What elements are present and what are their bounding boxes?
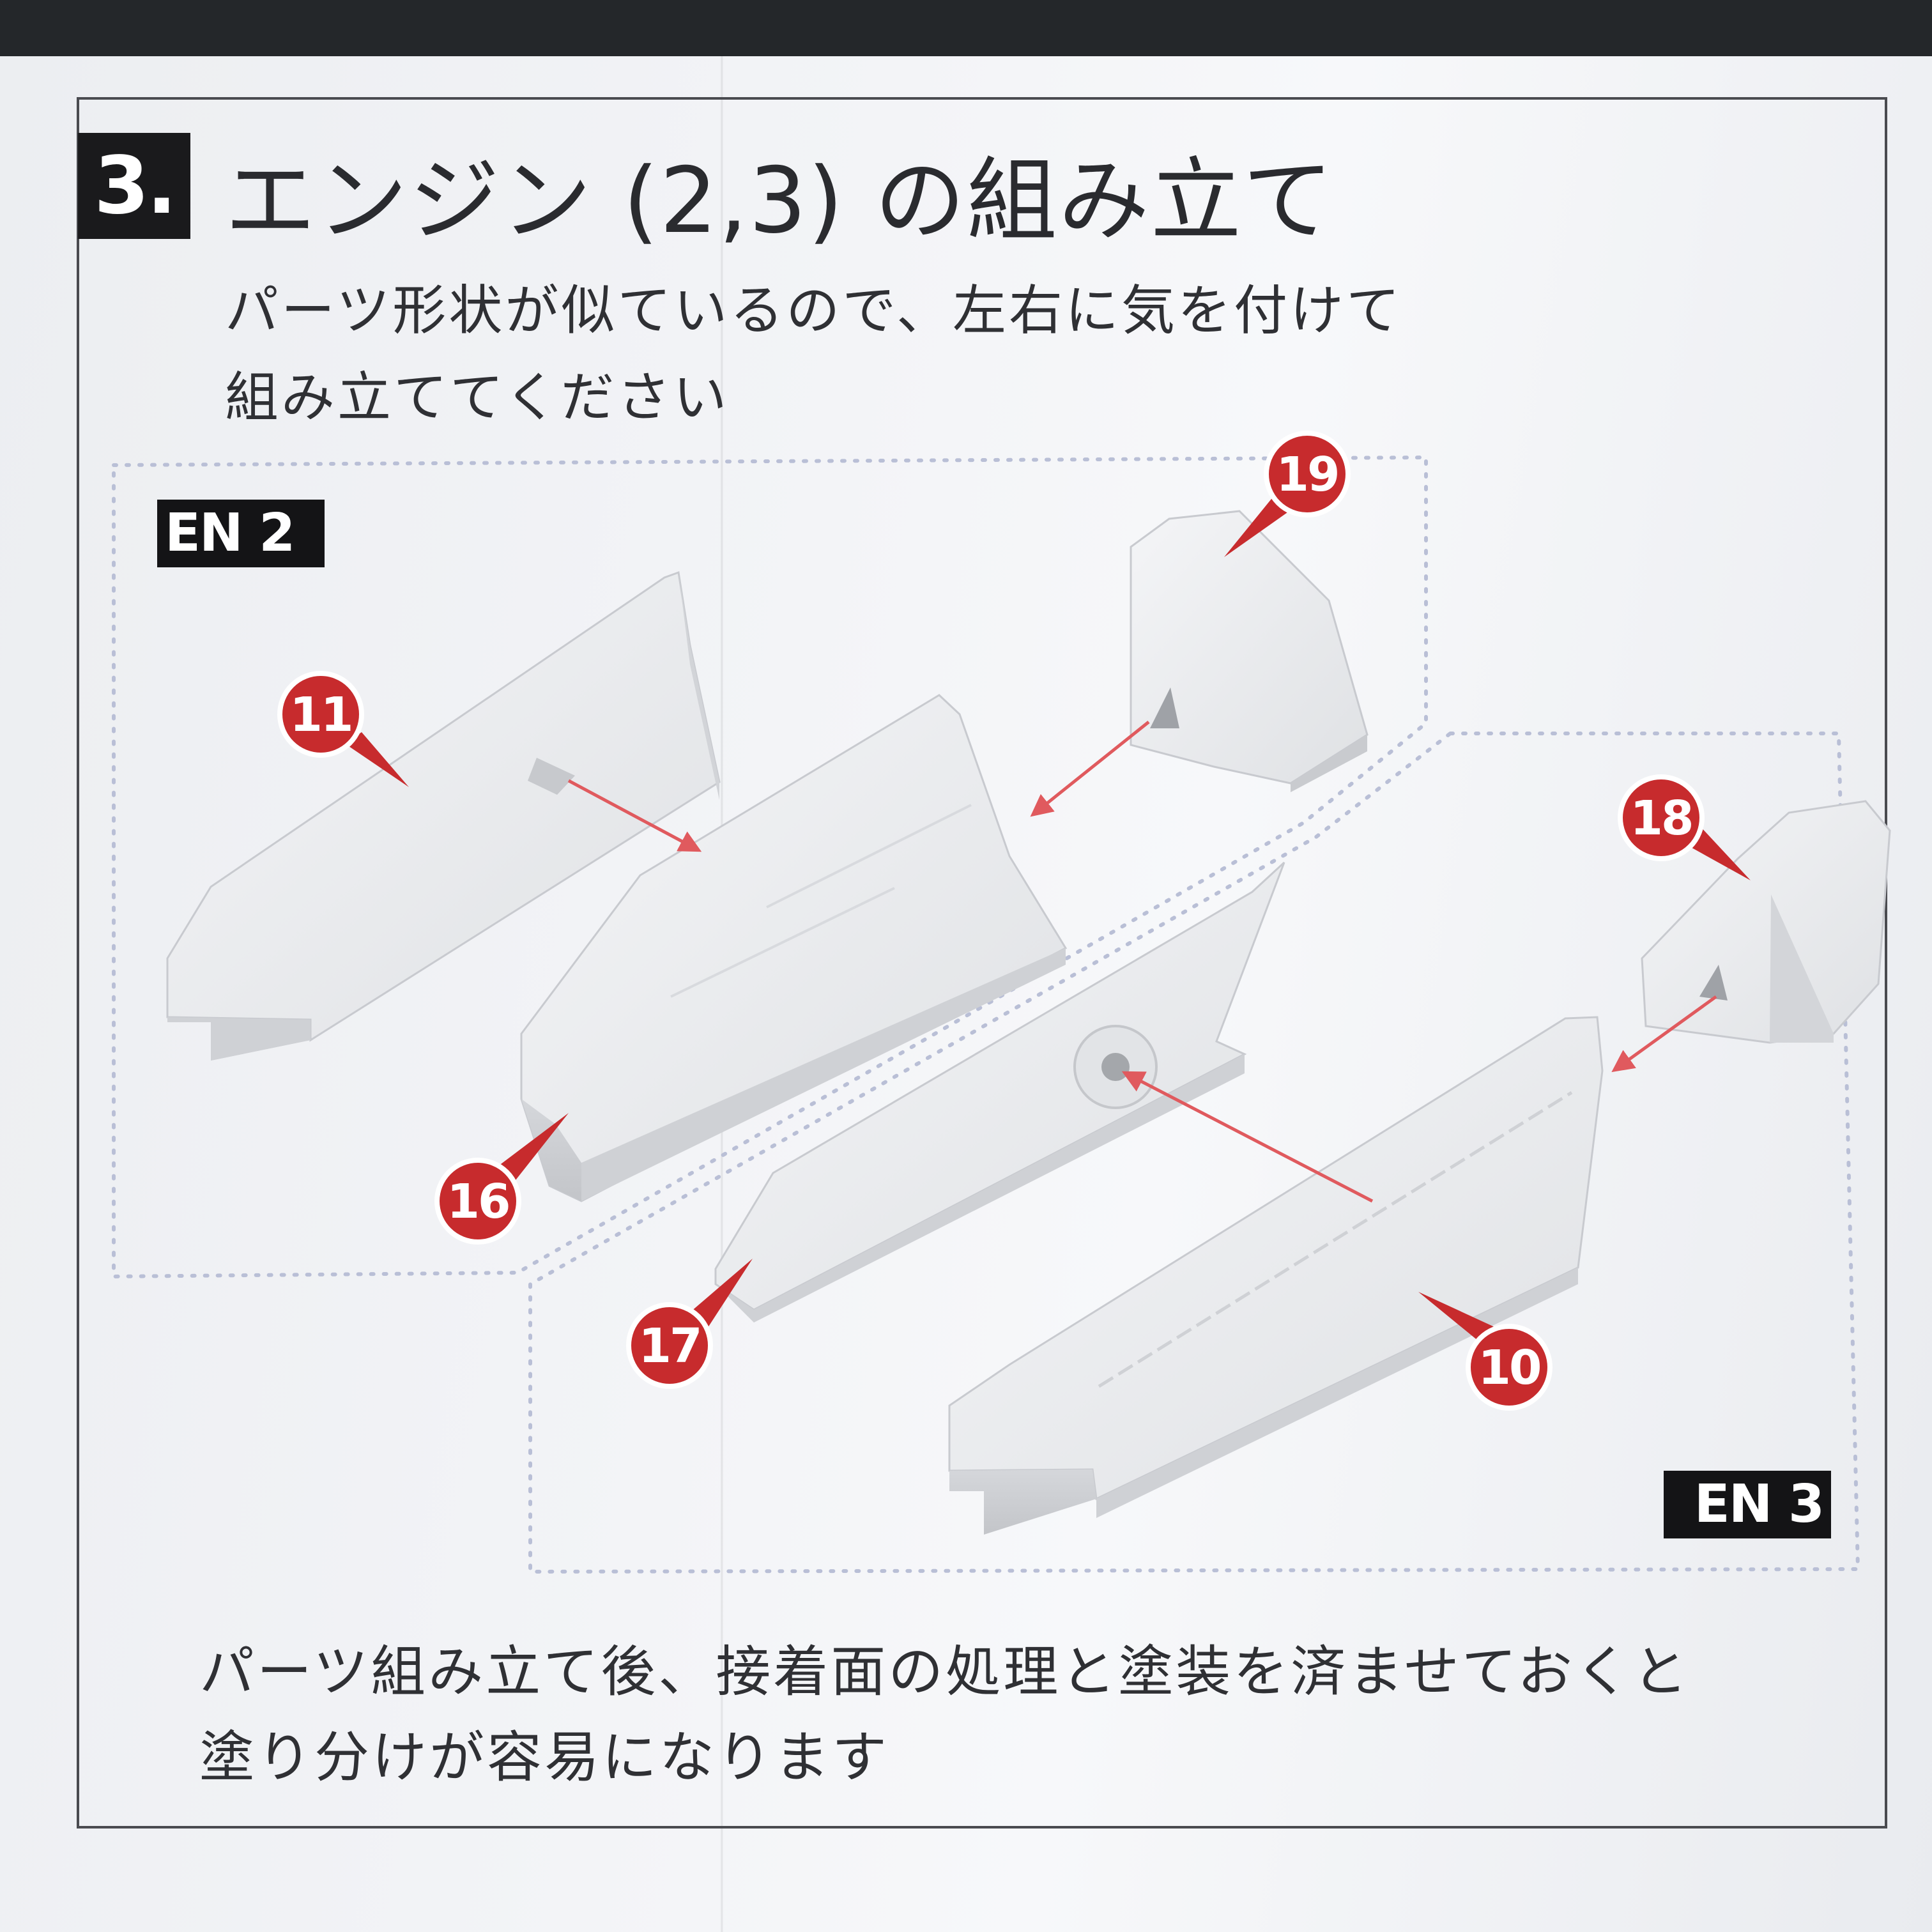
callout-17: 17	[626, 1259, 753, 1389]
part-16-shape	[520, 694, 1068, 1202]
callout-18-label: 18	[1630, 791, 1692, 846]
arrow-19-to-16	[1030, 721, 1150, 817]
part-19-shape	[1130, 510, 1368, 792]
callout-16-label: 16	[447, 1174, 509, 1229]
top-note-line-2: 組み立ててください	[225, 366, 730, 429]
part-10-shape	[948, 1016, 1604, 1535]
callout-17-label: 17	[639, 1319, 701, 1374]
arrow-18-to-10	[1611, 995, 1717, 1073]
callout-10-label: 10	[1478, 1340, 1540, 1395]
part-11-shape	[166, 571, 721, 1061]
callout-11: 11	[277, 671, 409, 787]
step-title: エンジン (2,3) の組み立て	[225, 148, 1335, 254]
en2-group-outline	[112, 455, 1428, 1279]
step-number: 3.	[94, 140, 176, 232]
bottom-note-line-2: 塗り分けが容易になります	[199, 1726, 889, 1790]
callout-16: 16	[434, 1113, 569, 1245]
group-tag-en2: EN 2	[157, 500, 325, 567]
bottom-note-line-1: パーツ組み立て後、接着面の処理と塗装を済ませておくと	[199, 1640, 1690, 1704]
group-tag-en3: EN 3	[1664, 1471, 1831, 1538]
step-frame	[77, 97, 1887, 1828]
callout-18: 18	[1618, 774, 1751, 880]
callout-10: 10	[1418, 1292, 1552, 1411]
top-note-line-1: パーツ形状が似ているので、左右に気を付けて	[225, 279, 1402, 342]
top-note: パーツ形状が似ているので、左右に気を付けて 組み立ててください	[225, 267, 1402, 441]
callout-19: 19	[1224, 431, 1351, 557]
bottom-note: パーツ組み立て後、接着面の処理と塗装を済ませておくと 塗り分けが容易になります	[199, 1629, 1690, 1800]
arrow-11-to-16	[567, 779, 702, 852]
callout-11-label: 11	[290, 687, 352, 742]
step-number-badge: 3.	[78, 133, 190, 239]
arrow-10-to-17	[1121, 1071, 1374, 1203]
part-18-shape	[1641, 800, 1891, 1044]
callout-19-label: 19	[1276, 447, 1338, 502]
en3-group-outline	[528, 732, 1860, 1574]
